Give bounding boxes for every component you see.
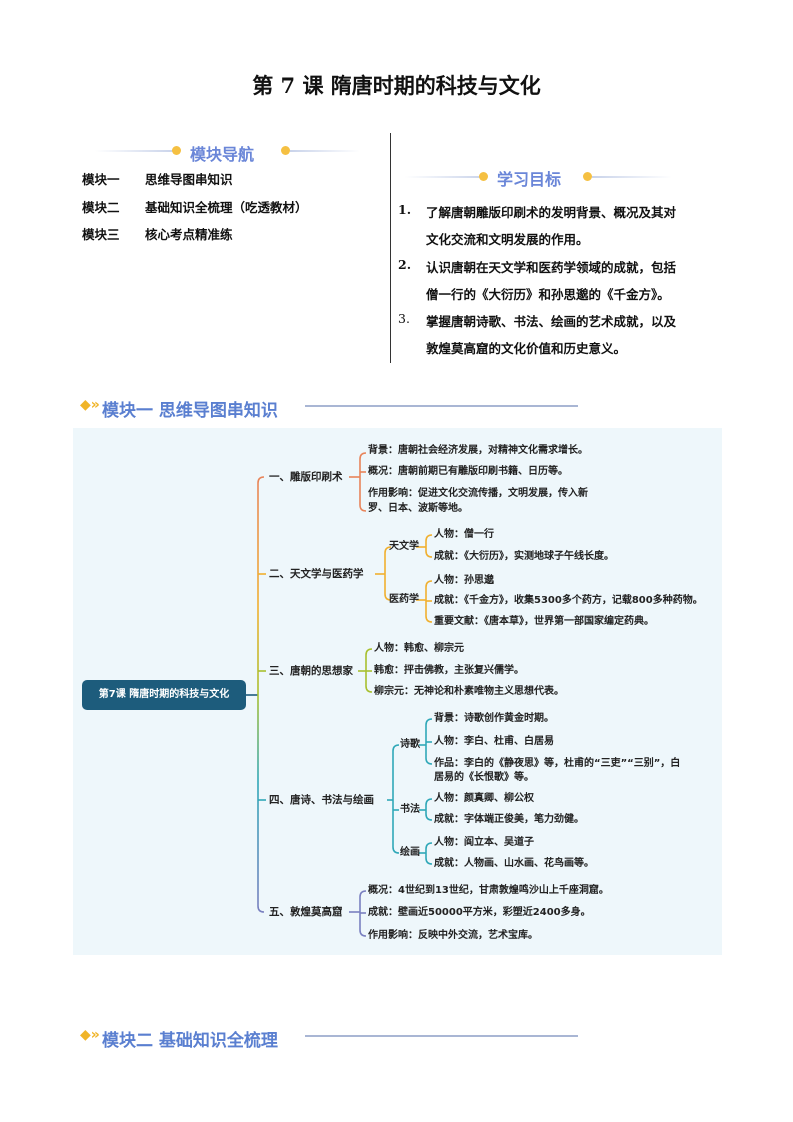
section-title-1: 模块一 思维导图串知识 — [102, 401, 278, 421]
branch-5: 五、敦煌莫高窟 — [269, 906, 343, 918]
goal-text: 僧一行的《大衍历》和孙思邈的《千金方》。 — [426, 287, 670, 302]
divider — [592, 176, 672, 178]
dot-icon — [583, 172, 592, 181]
section-title-2: 模块二 基础知识全梳理 — [102, 1031, 278, 1051]
sub-branch: 医药学 — [389, 594, 419, 605]
goal-text: 了解唐朝雕版印刷术的发明背景、概况及其对 — [426, 205, 677, 220]
column-divider — [390, 133, 391, 363]
nav-item-1-num: 模块一 — [82, 172, 120, 187]
divider — [305, 405, 578, 407]
sub-branch: 绘画 — [400, 847, 420, 858]
leaf: 韩愈：抨击佛教，主张复兴儒学。 — [374, 665, 524, 676]
diamond-arrow-icon: ◆» — [80, 397, 100, 413]
branch-1: 一、雕版印刷术 — [269, 471, 343, 483]
leaf: 人物：颜真卿、柳公权 — [434, 793, 534, 804]
goal-number: 2. — [398, 257, 412, 272]
leaf: 罗、日本、波斯等地。 — [368, 503, 468, 514]
mind-map-root: 第7课 隋唐时期的科技与文化 — [82, 680, 246, 710]
divider — [305, 1035, 578, 1037]
divider — [290, 150, 360, 152]
leaf: 作用影响：促进文化交流传播，文明发展，传入新 — [368, 488, 588, 499]
nav-item-3[interactable]: 核心考点精准练 — [145, 227, 233, 242]
goal-text: 敦煌莫高窟的文化价值和历史意义。 — [426, 341, 627, 356]
goal-text: 掌握唐朝诗歌、书法、绘画的艺术成就，以及 — [426, 314, 677, 329]
leaf: 作用影响：反映中外交流，艺术宝库。 — [368, 930, 538, 941]
leaf: 居易的《长恨歌》等。 — [434, 772, 534, 783]
leaf: 成就：壁画近50000平方米，彩塑近2400多身。 — [368, 907, 591, 918]
leaf: 人物：孙思邈 — [434, 575, 494, 586]
mind-map-connectors — [246, 452, 433, 937]
leaf: 概况：唐朝前期已有雕版印刷书籍、日历等。 — [368, 466, 568, 477]
branch-3: 三、唐朝的思想家 — [269, 665, 353, 677]
leaf: 成就：人物画、山水画、花鸟画等。 — [434, 858, 594, 869]
nav-item-3-num: 模块三 — [82, 227, 120, 242]
branch-4: 四、唐诗、书法与绘画 — [269, 794, 374, 806]
dot-icon — [479, 172, 488, 181]
leaf: 柳宗元：无神论和朴素唯物主义思想代表。 — [374, 686, 564, 697]
diamond-arrow-icon: ◆» — [80, 1027, 100, 1043]
branch-2: 二、天文学与医药学 — [269, 568, 364, 580]
leaf: 背景：诗歌创作黄金时期。 — [434, 713, 554, 724]
goal-text: 文化交流和文明发展的作用。 — [426, 232, 589, 247]
leaf: 作品：李白的《静夜思》等，杜甫的“三吏”“三别”，白 — [434, 758, 681, 769]
goal-number: 1. — [398, 202, 412, 217]
divider — [95, 150, 175, 152]
nav-header: 模块导航 — [190, 145, 255, 164]
nav-item-1[interactable]: 思维导图串知识 — [145, 172, 233, 187]
leaf: 成就：《大衍历》，实测地球子午线长度。 — [434, 551, 614, 562]
leaf: 成就：字体端正俊美，笔力劲健。 — [434, 814, 584, 825]
divider — [405, 176, 485, 178]
sub-branch: 天文学 — [389, 541, 419, 552]
page-title: 第 7 课 隋唐时期的科技与文化 — [252, 73, 541, 98]
goal-text: 认识唐朝在天文学和医药学领域的成就，包括 — [426, 260, 677, 275]
goal-number: 3. — [398, 311, 410, 326]
dot-icon — [281, 146, 290, 155]
leaf: 概况：4世纪到13世纪，甘肃敦煌鸣沙山上千座洞窟。 — [368, 885, 609, 896]
leaf: 人物：韩愈、柳宗元 — [374, 643, 464, 654]
mind-map: 第7课 隋唐时期的科技与文化 一、雕版印刷术 背景：唐朝社会经济发展，对精神文化… — [73, 428, 722, 955]
goals-header: 学习目标 — [497, 170, 562, 189]
sub-branch: 诗歌 — [400, 739, 420, 750]
leaf: 人物：阎立本、吴道子 — [434, 837, 534, 848]
sub-branch: 书法 — [400, 804, 420, 815]
leaf: 人物：僧一行 — [434, 529, 494, 540]
leaf: 人物：李白、杜甫、白居易 — [434, 736, 554, 747]
nav-item-2-num: 模块二 — [82, 200, 120, 215]
leaf: 成就：《千金方》，收集5300多个药方，记载800多种药物。 — [434, 595, 703, 606]
leaf: 重要文献：《唐本草》，世界第一部国家编定药典。 — [434, 616, 654, 627]
dot-icon — [172, 146, 181, 155]
nav-item-2[interactable]: 基础知识全梳理（吃透教材） — [145, 200, 308, 215]
leaf: 背景：唐朝社会经济发展，对精神文化需求增长。 — [368, 445, 588, 456]
